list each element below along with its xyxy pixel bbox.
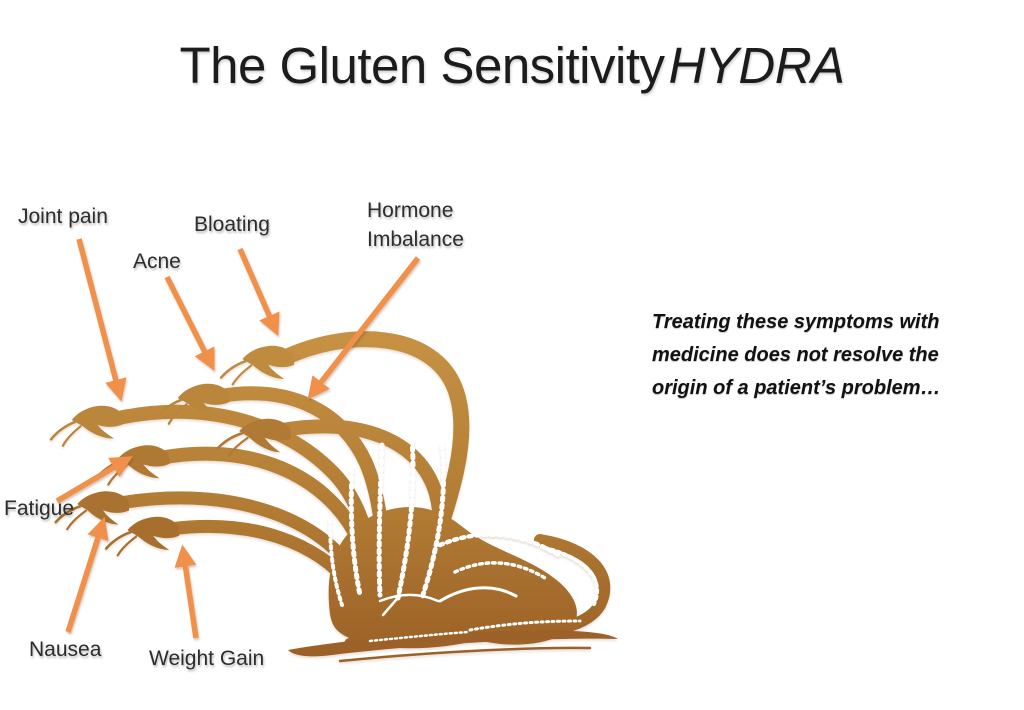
ground-line-thin	[338, 646, 592, 663]
note-line-2: medicine does not resolve the	[652, 344, 939, 366]
hydra-body	[328, 506, 577, 649]
hydra-illustration	[49, 331, 618, 663]
neck-bloating	[276, 331, 470, 566]
bloating-arrow	[237, 247, 280, 337]
weight-gain-arrow	[174, 544, 199, 639]
label-bloating: Bloating	[194, 213, 270, 236]
label-nausea: Nausea	[29, 638, 102, 661]
nausea-arrow	[65, 516, 109, 633]
head-weight-gain	[104, 511, 182, 561]
joint-pain-arrow	[76, 238, 127, 402]
label-weight-gain: Weight Gain	[149, 647, 265, 670]
label-acne: Acne	[133, 250, 181, 273]
head-fatigue	[95, 441, 172, 489]
label-fatigue: Fatigue	[4, 497, 75, 520]
page-title: The Gluten SensitivityHYDRA	[0, 36, 1024, 95]
wheat-pattern	[328, 437, 600, 643]
fatigue-arrow	[55, 456, 133, 504]
ground-line	[288, 630, 618, 657]
callout-arrows	[55, 238, 421, 639]
title-emphasis: HYDRA	[668, 37, 846, 94]
acne-arrow	[164, 275, 215, 371]
note-line-3: origin of a patient’s problem…	[652, 377, 941, 399]
title-text: The Gluten Sensitivity	[179, 37, 665, 94]
treatment-note: Treating these symptoms with medicine do…	[652, 306, 997, 405]
head-joint-pain	[49, 402, 126, 450]
head-bloating	[219, 340, 297, 390]
label-hormone-imbalance: Hormone Imbalance	[367, 199, 464, 251]
hormone-imbalance-arrow	[307, 256, 421, 400]
label-joint-pain: Joint pain	[18, 205, 108, 228]
note-line-1: Treating these symptoms with	[652, 311, 940, 333]
